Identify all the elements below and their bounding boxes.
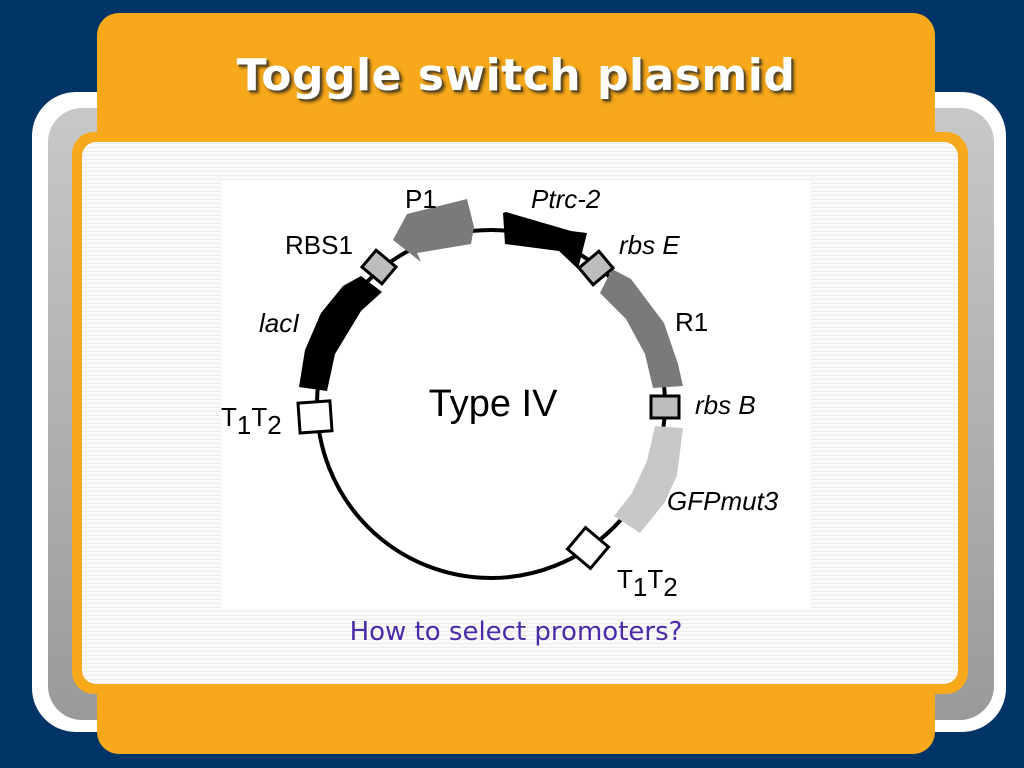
plasmid-type-label: Type IV bbox=[429, 383, 558, 425]
rbs-e-site bbox=[576, 249, 616, 287]
terminator-right bbox=[565, 525, 611, 571]
ptrc2-label: Ptrc-2 bbox=[531, 184, 601, 214]
t1-subscript: 1 bbox=[633, 572, 647, 602]
terminator-right-label: T1T2 bbox=[617, 564, 678, 602]
laci-gene-block bbox=[299, 276, 382, 391]
gfp-gene-block bbox=[614, 426, 683, 533]
rbs1-label: RBS1 bbox=[285, 230, 353, 260]
title-bar bbox=[97, 13, 935, 141]
p1-label: P1 bbox=[405, 184, 437, 214]
t1-letter: T bbox=[617, 564, 633, 594]
rbs-b-site bbox=[649, 394, 681, 420]
plasmid-map: Type IV P1 Ptrc-2 rbs E R1 rbs B GFPmut3… bbox=[221, 184, 779, 602]
slide-caption: How to select promoters? bbox=[349, 617, 683, 647]
bottom-bar bbox=[97, 682, 935, 754]
r1-gene-block bbox=[600, 269, 683, 388]
terminator-left-label: T1T2 bbox=[221, 402, 282, 440]
ptrc2-promoter-arrow bbox=[503, 212, 587, 269]
terminator-left bbox=[296, 399, 334, 435]
t2-subscript: 2 bbox=[267, 410, 281, 440]
t2-letter: T bbox=[251, 402, 267, 432]
laci-label: lacI bbox=[259, 308, 299, 338]
t1-subscript: 1 bbox=[237, 410, 251, 440]
gfp-label: GFPmut3 bbox=[667, 486, 779, 516]
r1-label: R1 bbox=[675, 307, 708, 337]
rbs-e-label: rbs E bbox=[619, 230, 680, 260]
slide-title: Toggle switch plasmid bbox=[236, 50, 796, 101]
t2-letter: T bbox=[647, 564, 663, 594]
rbs1-site bbox=[359, 248, 399, 286]
rbs-b-label: rbs B bbox=[695, 390, 756, 420]
p1-promoter-arrow bbox=[393, 199, 474, 262]
t2-subscript: 2 bbox=[663, 572, 677, 602]
t1-letter: T bbox=[221, 402, 237, 432]
plasmid-diagram: Type IV P1 Ptrc-2 rbs E R1 rbs B GFPmut3… bbox=[221, 180, 811, 608]
